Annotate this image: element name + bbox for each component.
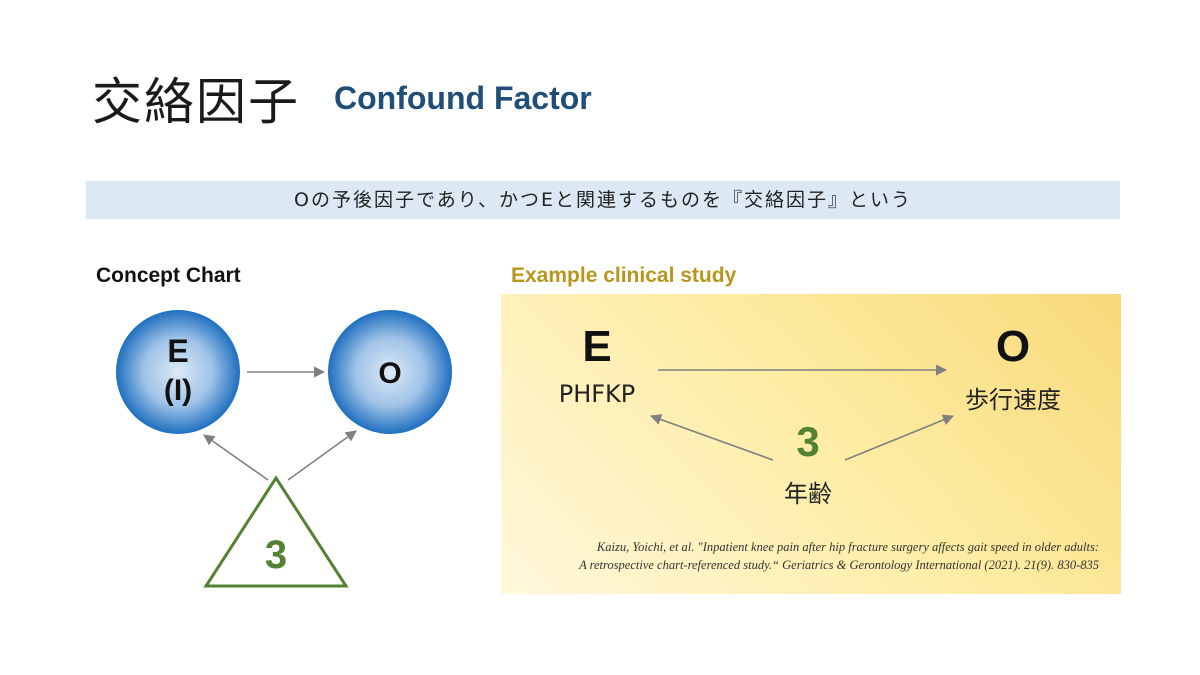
confounder-to-outcome-arrow: [287, 430, 357, 481]
exposure-node-subletter: (I): [164, 374, 192, 407]
example-outcome-letter: O: [995, 322, 1031, 371]
exposure-node-letter: E: [167, 333, 188, 369]
example-exposure-label: PHFKP: [558, 380, 636, 408]
example-outcome-label: 歩行速度: [965, 386, 1061, 414]
example-confounder-to-outcome-arrow: [844, 414, 955, 461]
example-confounder-label: 年齢: [784, 480, 832, 508]
confounder-to-exposure-arrow: [203, 434, 269, 481]
example-exposure-letter: E: [582, 322, 612, 371]
citation: Kaizu, Yoichi, et al. "Inpatient knee pa…: [579, 538, 1099, 574]
example-diagram: [649, 364, 955, 461]
citation-line-2: A retrospective chart-referenced study.“…: [579, 558, 1099, 572]
citation-line-1: Kaizu, Yoichi, et al. "Inpatient knee pa…: [596, 540, 1099, 554]
outcome-node-letter: O: [378, 357, 401, 390]
example-confounder-to-exposure-arrow: [649, 414, 774, 461]
definition-banner: Oの予後因子であり、かつEと関連するものを『交絡因子』という: [86, 181, 1120, 219]
example-study-panel: E PHFKP O 歩行速度 3 年齢 Kaizu, Yoichi, et al…: [501, 294, 1121, 594]
concept-chart-heading: Concept Chart: [96, 264, 241, 287]
page-subtitle: Confound Factor: [334, 80, 592, 116]
outcome-node: [328, 310, 452, 434]
confounder-node: [203, 475, 349, 588]
confounder-node-number: 3: [265, 533, 287, 577]
page-title: 交絡因子: [92, 73, 300, 131]
example-study-heading: Example clinical study: [511, 264, 737, 287]
exposure-node: [116, 310, 240, 434]
concept-diagram: E (I) O 3: [116, 310, 452, 588]
example-confounder-number: 3: [796, 418, 820, 465]
